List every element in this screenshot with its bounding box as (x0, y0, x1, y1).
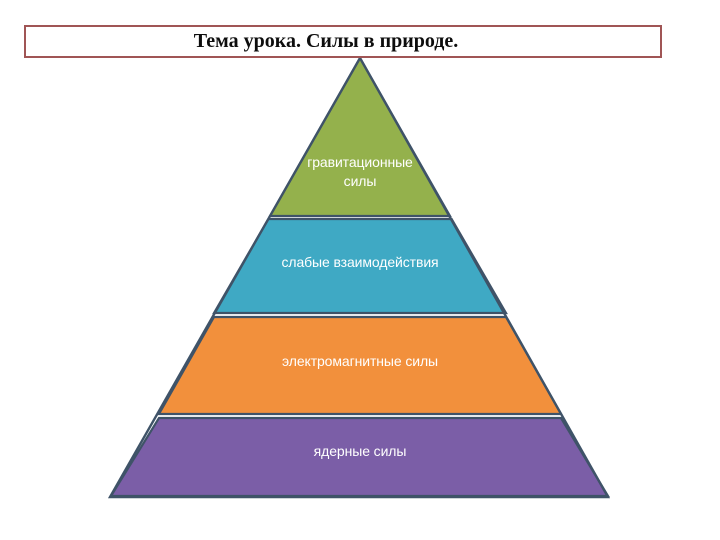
pyramid-tier-nuclear[interactable] (109, 416, 610, 498)
pyramid-tier-weak-interaction[interactable] (212, 217, 508, 315)
pyramid-tier-electromagnetic[interactable] (157, 315, 563, 416)
page-title: Тема урока. Силы в природе. (193, 30, 459, 52)
title-box[interactable]: Тема урока. Силы в природе. (24, 25, 662, 58)
pyramid-outline (107, 55, 611, 499)
pyramid-tier-gravitational[interactable] (268, 55, 452, 218)
